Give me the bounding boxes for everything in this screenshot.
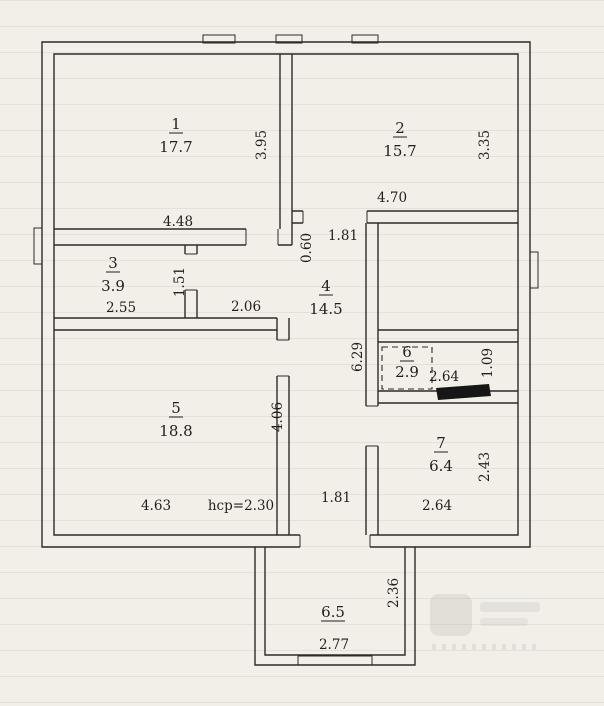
dim-hall-top-opening: 1.81 <box>328 228 358 244</box>
door-jambs-r1 <box>245 229 279 245</box>
dim-room-4-height: 6.29 <box>350 342 366 372</box>
dim-room-3-width: 2.55 <box>106 300 136 316</box>
window-right-wall <box>529 251 539 289</box>
porch-area: 6.5 <box>321 603 345 621</box>
room-2-area: 15.7 <box>383 142 416 160</box>
opening-jambs-r2 <box>302 211 368 223</box>
window-marks <box>33 34 539 289</box>
wall-r3-hall <box>184 245 198 318</box>
watermark-text-blur-2 <box>480 618 528 626</box>
exterior-inner-wall <box>53 53 519 536</box>
room-2-number: 2 <box>395 119 405 137</box>
wall-above-r6 <box>378 329 518 343</box>
room-4-area: 14.5 <box>309 300 342 318</box>
porch-window <box>297 655 373 666</box>
dim-room-4-width: 2.06 <box>231 299 261 315</box>
porch-walls <box>254 547 416 666</box>
wall-r1-r2 <box>279 54 293 245</box>
door-jambs-r7 <box>366 405 378 447</box>
room-3-number: 3 <box>108 254 118 272</box>
dim-room-3-height: 1.51 <box>172 267 188 297</box>
room-3-area: 3.9 <box>101 277 125 295</box>
room-4-number: 4 <box>321 277 331 295</box>
wall-under-r2 <box>292 210 518 224</box>
room-labels: 1 17.7 2 15.7 3 3.9 4 14.5 5 18.8 6 2.9 … <box>101 115 453 622</box>
dim-room-6-height: 1.09 <box>480 348 496 378</box>
dim-entry-opening: 1.81 <box>321 490 351 506</box>
room-1-area: 17.7 <box>159 138 192 156</box>
entry-door-jambs <box>299 535 371 547</box>
room-6-area: 2.9 <box>395 363 419 381</box>
dim-room-2-width: 4.70 <box>377 190 407 206</box>
room-1-number: 1 <box>171 115 181 133</box>
door-jambs-r3 <box>185 253 197 291</box>
wall-r3-r5 <box>54 317 277 331</box>
window-top-r2 <box>351 34 379 44</box>
stove-mark <box>436 384 491 400</box>
room-7-area: 6.4 <box>429 457 453 475</box>
room-5-area: 18.8 <box>159 422 192 440</box>
dim-room-7-height: 2.43 <box>477 452 493 482</box>
watermark-text-blur-1 <box>480 602 540 612</box>
room-5-number: 5 <box>171 399 181 417</box>
wall-under-r1 <box>54 228 292 246</box>
interior-walls <box>54 54 518 535</box>
dim-room-2-height: 3.35 <box>477 130 493 160</box>
wall-hall-right <box>365 223 379 535</box>
dim-room-1-width: 4.48 <box>163 214 193 230</box>
dim-porch-height: 2.36 <box>386 578 402 608</box>
door-jambs-r5 <box>277 339 289 377</box>
exterior-walls <box>41 41 531 548</box>
room-7-number: 7 <box>436 434 446 452</box>
window-left-wall <box>33 227 43 265</box>
watermark-dots <box>432 644 542 650</box>
dim-room-5-width: 4.63 <box>141 498 171 514</box>
watermark-logo <box>430 594 472 636</box>
dimension-labels: 4.48 3.95 4.70 3.35 1.81 0.60 2.55 1.51 … <box>106 130 496 653</box>
dim-room-5-height: 4.06 <box>270 402 286 432</box>
dim-hall-step: 0.60 <box>299 233 315 263</box>
porch-inner-wall <box>264 547 406 656</box>
exterior-outer-wall <box>41 41 531 548</box>
watermark <box>424 590 549 660</box>
dim-room-5-ceiling-height: hср=2.30 <box>208 498 274 514</box>
dim-porch-width: 2.77 <box>319 637 349 653</box>
dim-room-6-width: 2.64 <box>429 369 459 385</box>
dim-room-1-height: 3.95 <box>254 130 270 160</box>
room-6-number: 6 <box>402 343 412 361</box>
window-top-center <box>275 34 303 44</box>
window-top-r1 <box>202 34 236 44</box>
dim-room-7-width: 2.64 <box>422 498 452 514</box>
wall-r5-hall <box>276 318 290 535</box>
closet-dashed-outline <box>381 346 433 390</box>
